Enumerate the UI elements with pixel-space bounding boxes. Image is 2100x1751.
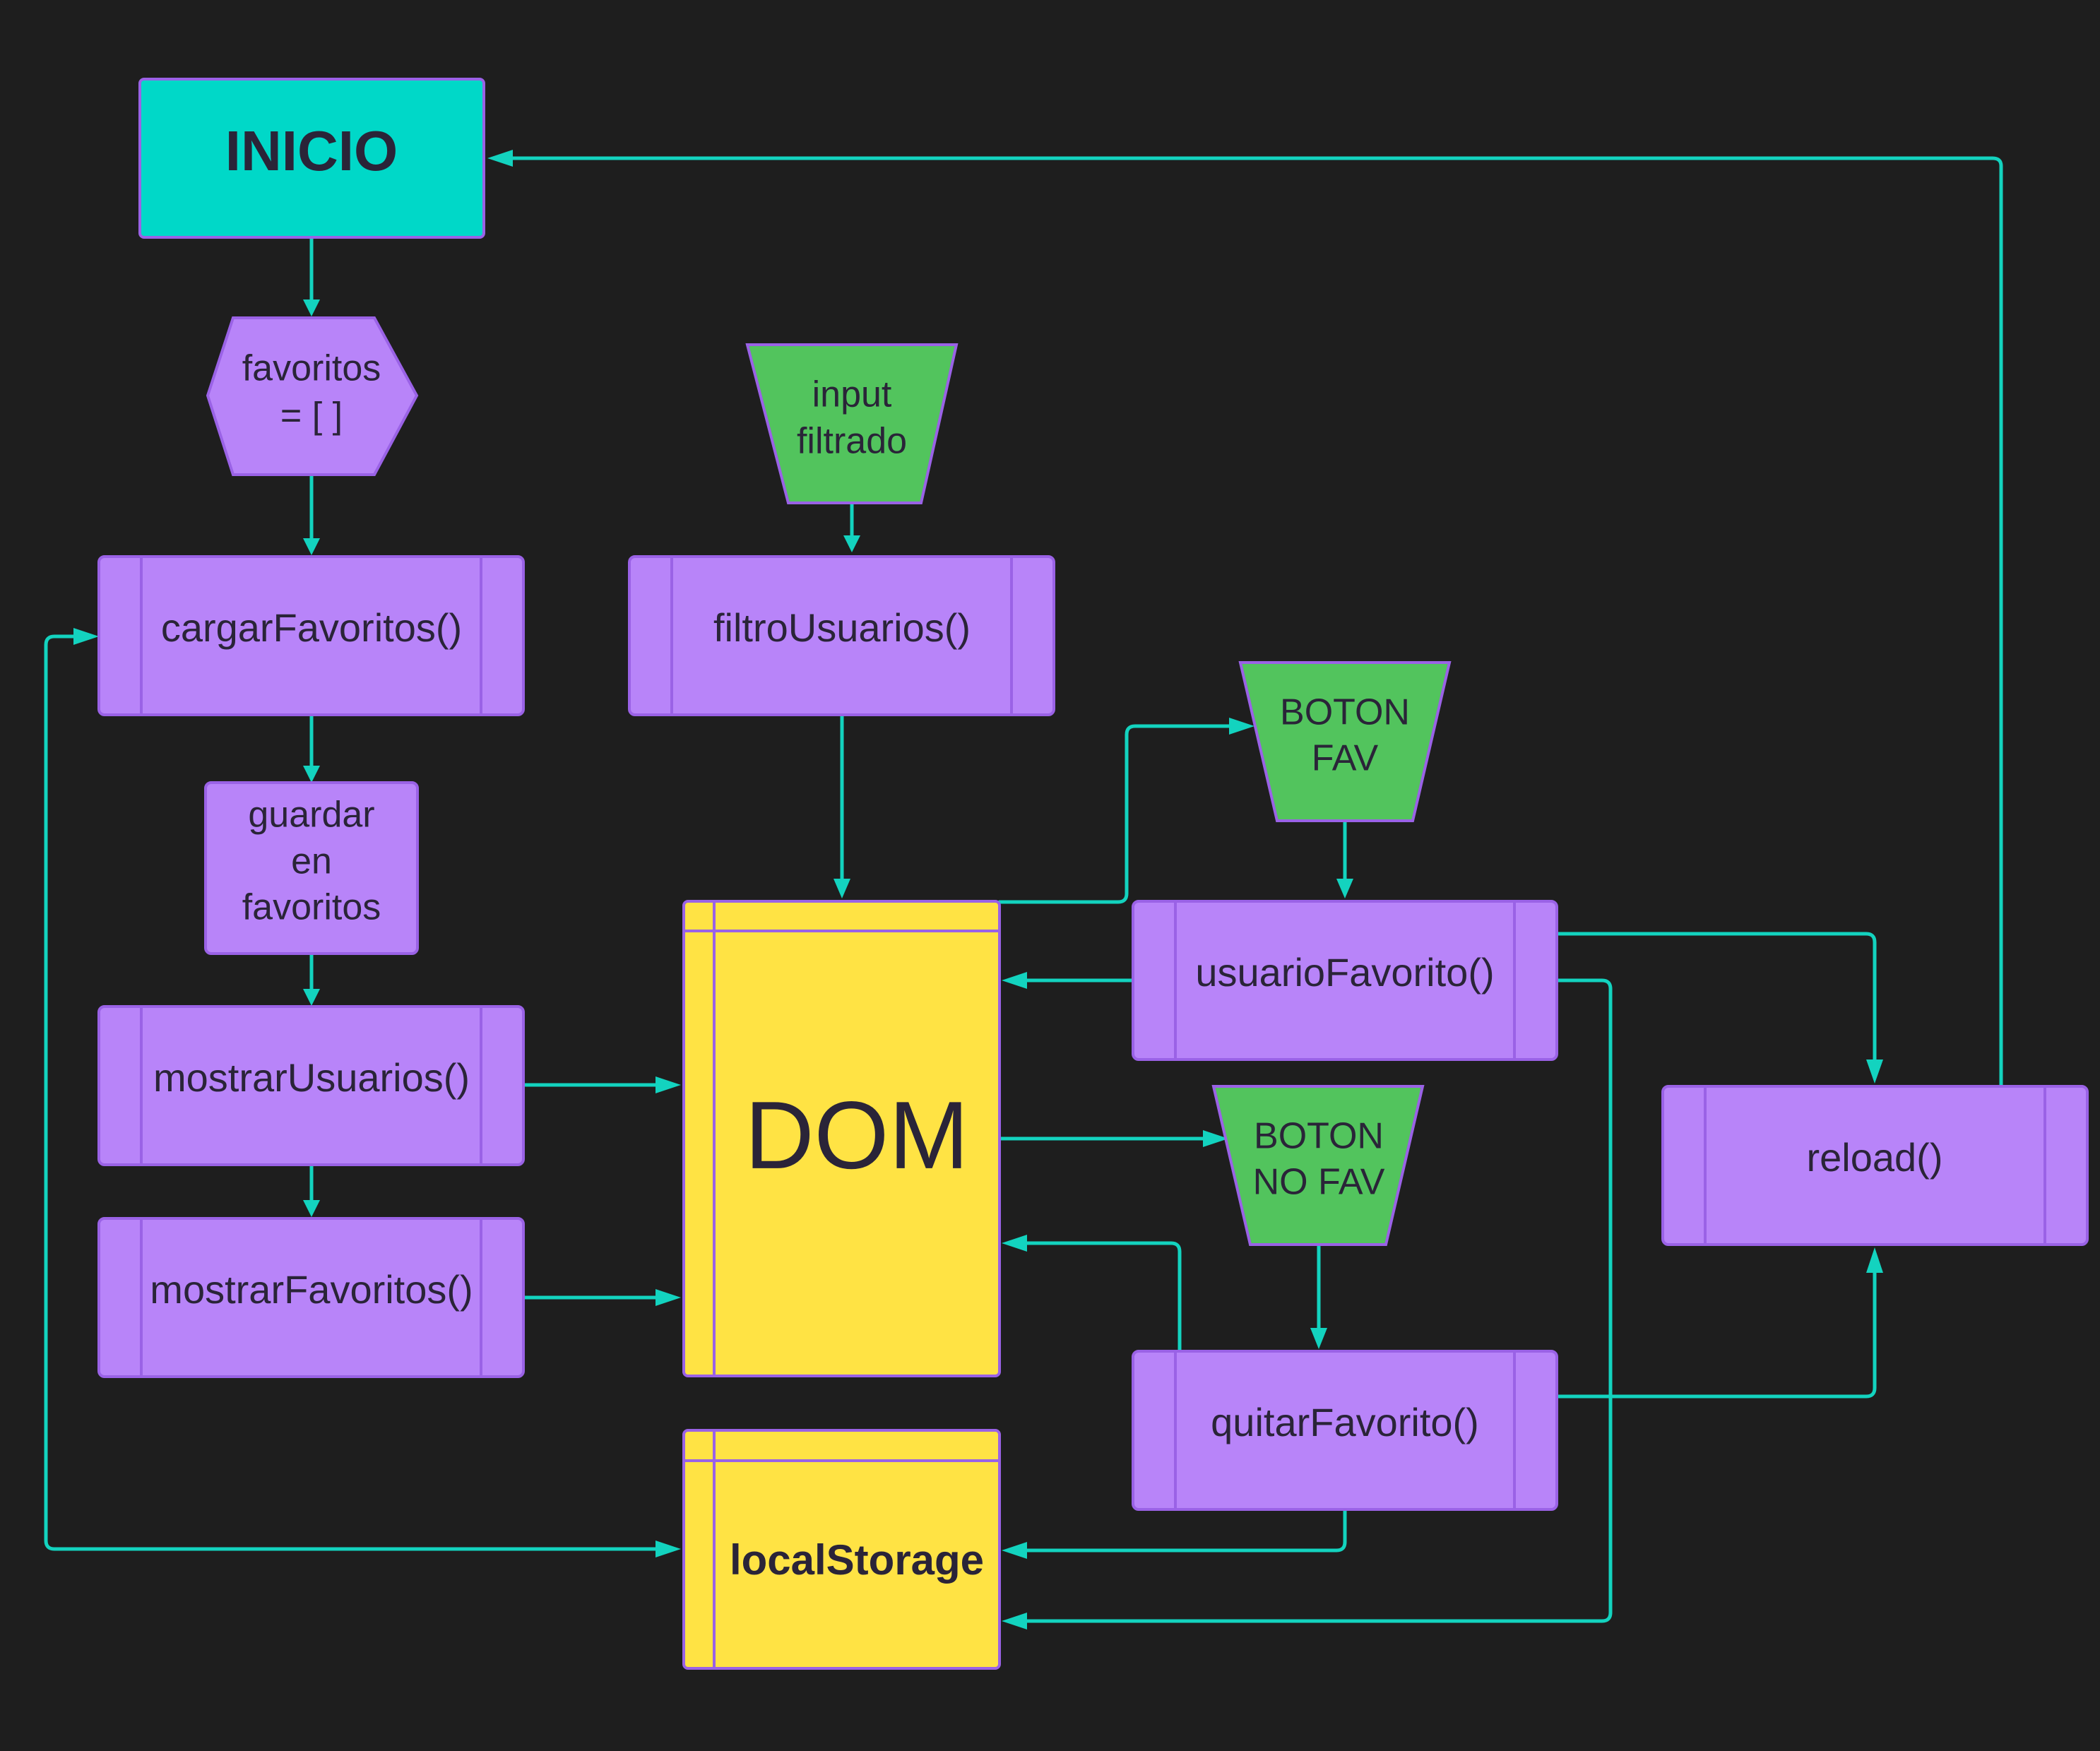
- node-reload-label: reload(): [1807, 1135, 1943, 1180]
- node-inicio[interactable]: INICIO: [138, 78, 485, 239]
- node-boton-no-fav-line-1: BOTON: [1254, 1116, 1384, 1157]
- arrowhead: [303, 989, 320, 1006]
- node-reload[interactable]: reload(): [1661, 1085, 2089, 1246]
- node-mostrar-favoritos[interactable]: mostrarFavoritos(): [97, 1217, 525, 1378]
- node-usuario-favorito-label: usuarioFavorito(): [1195, 950, 1494, 995]
- node-favoritos-init[interactable]: favoritos = [ ]: [206, 316, 419, 476]
- node-favoritos-line-2: = [ ]: [280, 396, 343, 437]
- arrowhead: [655, 1289, 681, 1306]
- arrowhead: [1310, 1328, 1327, 1349]
- arrowhead: [655, 1541, 681, 1557]
- node-cargar-favoritos[interactable]: cargarFavoritos(): [97, 555, 525, 716]
- node-guardar-line-1: guardar: [248, 795, 374, 836]
- node-input-line-1: input: [812, 374, 892, 415]
- arrowhead: [834, 879, 850, 898]
- node-input-line-2: filtrado: [797, 421, 907, 462]
- node-filtro-usuarios-label: filtroUsuarios(): [713, 605, 971, 650]
- arrowhead: [1203, 1130, 1228, 1147]
- edge-quitarfavorito-to-localstorage: [1012, 1507, 1347, 1553]
- arrowhead: [843, 535, 860, 552]
- node-guardar-favoritos[interactable]: guardar en favoritos: [204, 781, 419, 955]
- node-usuario-favorito[interactable]: usuarioFavorito(): [1132, 900, 1558, 1061]
- node-boton-no-fav[interactable]: BOTON NO FAV: [1211, 1085, 1425, 1246]
- arrowhead: [303, 766, 320, 783]
- arrowheads: [73, 150, 1883, 1630]
- node-filtro-usuarios[interactable]: filtroUsuarios(): [628, 555, 1055, 716]
- arrowhead: [1866, 1247, 1883, 1273]
- arrowhead: [73, 628, 99, 645]
- arrowhead: [303, 1200, 320, 1217]
- arrowhead: [487, 150, 513, 167]
- arrowhead: [1002, 1613, 1027, 1630]
- node-cargar-favoritos-label: cargarFavoritos(): [161, 605, 462, 650]
- node-local-storage-label: localStorage: [730, 1536, 984, 1584]
- arrowhead: [1002, 1235, 1027, 1252]
- node-boton-no-fav-line-2: NO FAV: [1253, 1162, 1385, 1203]
- edge-quitarfavorito-to-dom: [1012, 1241, 1182, 1353]
- node-mostrar-favoritos-label: mostrarFavoritos(): [150, 1267, 473, 1312]
- node-boton-fav-line-1: BOTON: [1280, 692, 1410, 733]
- node-dom-label: DOM: [745, 1081, 968, 1189]
- arrowhead: [1002, 972, 1027, 989]
- node-input-filtrado[interactable]: input filtrado: [745, 343, 959, 504]
- node-quitar-favorito-label: quitarFavorito(): [1211, 1400, 1479, 1444]
- node-guardar-line-3: favoritos: [242, 887, 381, 928]
- arrowhead: [303, 538, 320, 555]
- arrowhead: [303, 299, 320, 316]
- edge-reload-to-inicio: [501, 156, 2003, 1087]
- arrowhead: [1336, 879, 1353, 898]
- arrowhead: [1866, 1059, 1883, 1084]
- edge-usuariofavorito-to-reload: [1555, 932, 1877, 1072]
- edge-quitarfavorito-to-reload: [1555, 1260, 1877, 1399]
- node-boton-fav[interactable]: BOTON FAV: [1238, 661, 1452, 822]
- node-mostrar-usuarios[interactable]: mostrarUsuarios(): [97, 1005, 525, 1166]
- node-favoritos-line-1: favoritos: [242, 348, 381, 389]
- node-guardar-line-2: en: [291, 841, 332, 882]
- arrowhead: [1229, 718, 1254, 735]
- node-quitar-favorito[interactable]: quitarFavorito(): [1132, 1350, 1558, 1511]
- node-dom[interactable]: DOM: [682, 900, 1001, 1377]
- node-local-storage[interactable]: localStorage: [682, 1429, 1001, 1670]
- node-inicio-label: INICIO: [225, 119, 398, 182]
- edge-localstorage-to-cargar: [44, 634, 670, 1551]
- edge-dom-to-botonfav: [997, 724, 1241, 904]
- edge-usuariofavorito-to-localstorage: [1012, 978, 1613, 1623]
- arrowhead: [1002, 1542, 1027, 1559]
- arrowhead: [655, 1076, 681, 1093]
- connectors: [44, 156, 2003, 1623]
- node-mostrar-usuarios-label: mostrarUsuarios(): [153, 1055, 470, 1100]
- node-boton-fav-line-2: FAV: [1312, 738, 1379, 779]
